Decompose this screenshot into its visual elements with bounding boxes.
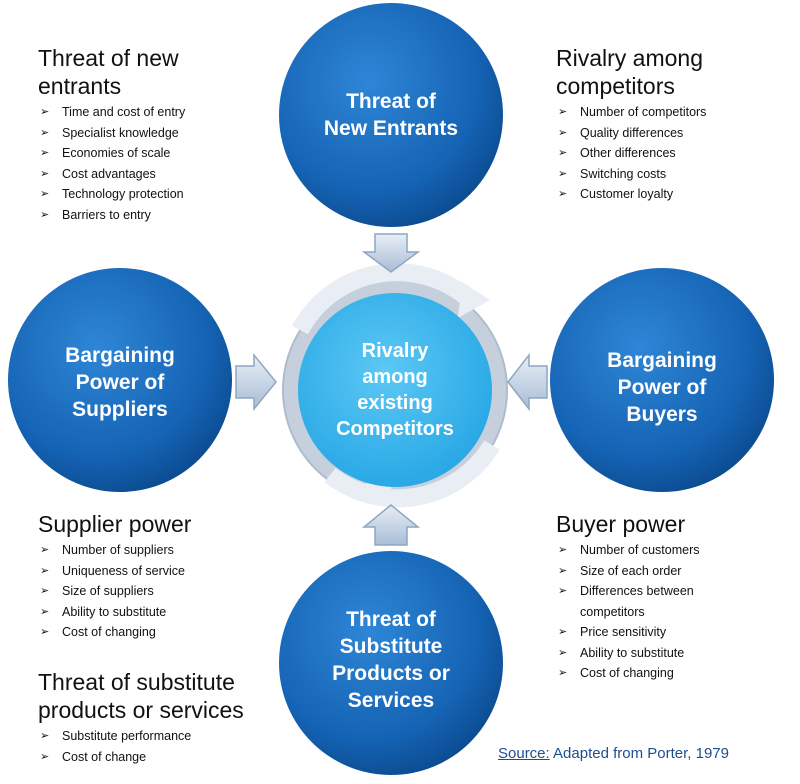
block-supplier-list: Number of suppliers Uniqueness of servic…: [38, 540, 191, 643]
list-item: Switching costs: [556, 164, 706, 185]
list-item: Ability to substitute: [38, 602, 191, 623]
label-center: Rivalry among existing Competitors: [315, 334, 475, 446]
label-buyers-line-3: Buyers: [626, 402, 698, 426]
circle-buyers: [550, 268, 774, 492]
ring-arrow-top: [292, 263, 476, 335]
block-rivalry-title-line-1: Rivalry among: [556, 45, 703, 71]
list-item: Economies of scale: [38, 143, 185, 164]
block-supplier: Supplier power Number of suppliers Uniqu…: [38, 510, 191, 643]
arrow-down-from-top: [361, 233, 421, 273]
label-suppliers-line-2: Power of: [75, 370, 165, 394]
block-new-entrants-title: Threat of new entrants: [38, 44, 185, 100]
label-substitutes-line-1: Threat of: [346, 608, 436, 631]
list-item: Number of customers: [556, 540, 699, 561]
label-center-line-4: Competitors: [336, 418, 454, 440]
list-item: Size of each order: [556, 561, 699, 582]
block-buyer-title-line-1: Buyer power: [556, 511, 686, 537]
list-item: Barriers to entry: [38, 205, 185, 226]
list-item: Quality differences: [556, 123, 706, 144]
block-substitute-title-line-2: products or services: [38, 697, 244, 723]
list-item: Cost of change: [38, 747, 244, 768]
block-rivalry-list: Number of competitors Quality difference…: [556, 102, 706, 205]
block-rivalry: Rivalry among competitors Number of comp…: [556, 44, 706, 205]
block-supplier-title-line-1: Supplier power: [38, 511, 192, 537]
arrow-right-from-left: [235, 352, 277, 412]
label-new-entrants-line-1: Threat of: [346, 90, 436, 113]
list-item: Cost of changing: [38, 622, 191, 643]
list-item: Specialist knowledge: [38, 123, 185, 144]
label-suppliers: Bargaining Power of Suppliers: [30, 340, 210, 424]
source-label: Source:: [498, 745, 550, 762]
label-substitutes-line-4: Services: [347, 689, 435, 712]
block-new-entrants-title-line-1: Threat of new: [38, 45, 179, 71]
circle-new-entrants: [279, 3, 503, 227]
list-item: Number of suppliers: [38, 540, 191, 561]
label-substitutes: Threat of Substitute Products or Service…: [291, 604, 491, 716]
block-new-entrants-list: Time and cost of entry Specialist knowle…: [38, 102, 185, 225]
label-center-line-3: existing: [357, 392, 433, 414]
ring-arrowhead-top: [458, 282, 490, 318]
label-suppliers-line-3: Suppliers: [72, 397, 168, 421]
list-item: Substitute performance: [38, 726, 244, 747]
list-item: Technology protection: [38, 184, 185, 205]
label-buyers: Bargaining Power of Buyers: [572, 345, 752, 429]
block-buyer-title: Buyer power: [556, 510, 699, 538]
label-center-line-2: among: [362, 366, 428, 388]
block-substitute-title: Threat of substitute products or service…: [38, 668, 244, 724]
block-buyer-list: Number of customers Size of each order D…: [556, 540, 699, 684]
list-item-continuation: competitors: [580, 604, 645, 619]
circle-suppliers: [8, 268, 232, 492]
center-circle: [298, 293, 492, 487]
block-substitute-list: Substitute performance Cost of change: [38, 726, 244, 767]
block-new-entrants-title-line-2: entrants: [38, 73, 122, 99]
label-substitutes-line-2: Substitute: [339, 635, 443, 658]
ring-arrow-bottom: [324, 440, 500, 508]
label-buyers-line-1: Bargaining: [607, 348, 717, 372]
list-item: Ability to substitute: [556, 643, 699, 664]
block-substitute-title-line-1: Threat of substitute: [38, 669, 235, 695]
circle-substitutes: [279, 551, 503, 775]
list-item: Price sensitivity: [556, 622, 699, 643]
block-supplier-title: Supplier power: [38, 510, 191, 538]
block-rivalry-title: Rivalry among competitors: [556, 44, 706, 100]
block-rivalry-title-line-2: competitors: [556, 73, 675, 99]
source-note: Source: Adapted from Porter, 1979: [498, 745, 729, 762]
block-substitute: Threat of substitute products or service…: [38, 668, 244, 767]
label-new-entrants: Threat of New Entrants: [291, 80, 491, 150]
label-substitutes-line-3: Products or: [332, 662, 450, 685]
list-item: Number of competitors: [556, 102, 706, 123]
source-text: Adapted from Porter, 1979: [553, 745, 729, 762]
list-item: Uniqueness of service: [38, 561, 191, 582]
label-center-line-1: Rivalry: [361, 340, 429, 362]
block-buyer: Buyer power Number of customers Size of …: [556, 510, 699, 684]
list-item: Cost of changing: [556, 663, 699, 684]
list-item: Size of suppliers: [38, 581, 191, 602]
list-item: Time and cost of entry: [38, 102, 185, 123]
label-suppliers-line-1: Bargaining: [65, 343, 175, 367]
list-item: Differences between: [556, 581, 699, 602]
arrow-up-from-bottom: [361, 504, 421, 546]
block-new-entrants: Threat of new entrants Time and cost of …: [38, 44, 185, 225]
list-item: Cost advantages: [38, 164, 185, 185]
label-buyers-line-2: Power of: [617, 375, 707, 399]
list-item: Other differences: [556, 143, 706, 164]
label-new-entrants-line-2: New Entrants: [323, 117, 459, 140]
list-item: Customer loyalty: [556, 184, 706, 205]
arrow-left-from-right: [507, 352, 548, 412]
